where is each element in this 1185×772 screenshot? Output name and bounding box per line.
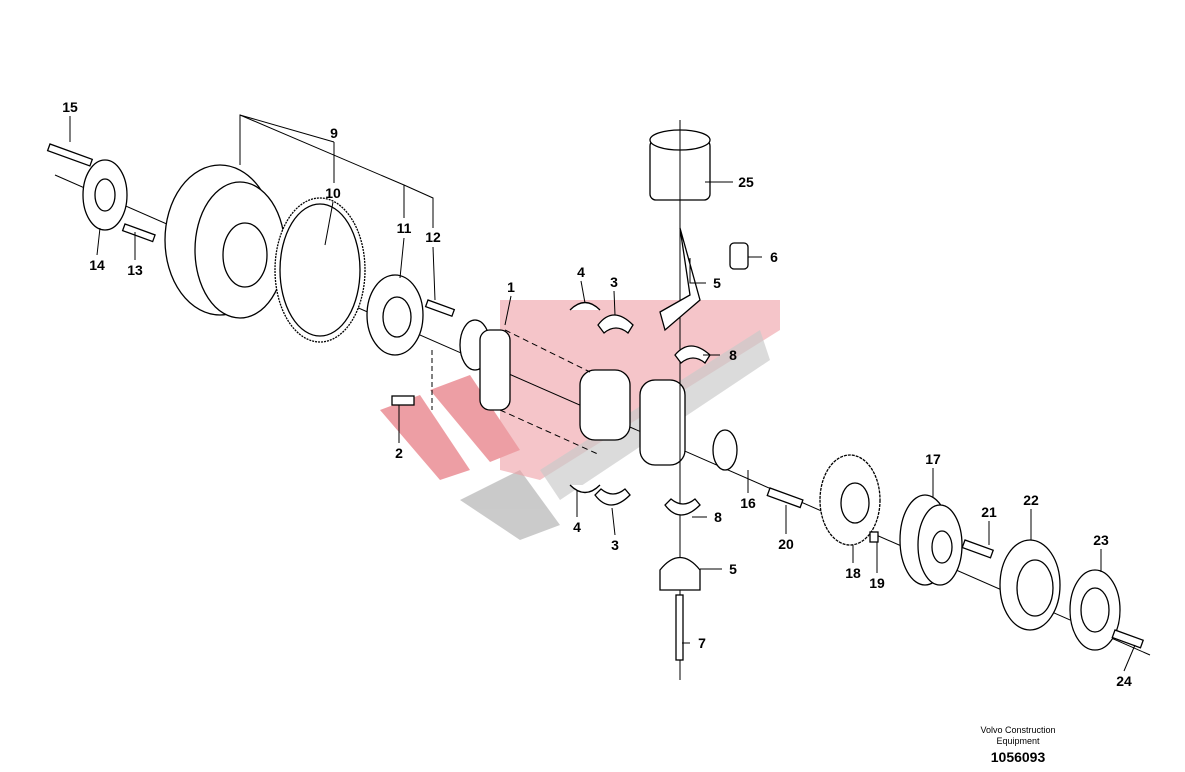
callout-13: 13 (127, 262, 143, 278)
bolt-7 (675, 594, 684, 661)
callout-3: 3 (610, 274, 618, 290)
callout-24: 24 (1116, 673, 1132, 689)
conrod-cap-5 (659, 556, 701, 591)
thrust-washer-4-lower (569, 484, 601, 494)
bolt-13 (121, 223, 156, 243)
company-line-2: Equipment (996, 736, 1040, 746)
bolt-15 (46, 143, 94, 167)
callout-9: 9 (330, 125, 338, 141)
callout-15: 15 (62, 99, 78, 115)
plate-23-inner (1080, 587, 1110, 633)
callout-2: 2 (395, 445, 403, 461)
callout-5-lower: 5 (729, 561, 737, 577)
callout-3-lower: 3 (611, 537, 619, 553)
plate-11 (366, 274, 424, 356)
callout-18: 18 (845, 565, 861, 581)
drawing-number: 1056093 (990, 749, 1046, 765)
callout-22: 22 (1023, 492, 1039, 508)
callout-23: 23 (1093, 532, 1109, 548)
bolt-24 (1111, 629, 1145, 649)
bearing-8 (674, 345, 711, 364)
callout-6: 6 (770, 249, 778, 265)
flywheel-9 (164, 164, 286, 319)
pin-2 (391, 395, 415, 406)
callout-19: 19 (869, 575, 885, 591)
company-line-1: Volvo Construction (980, 725, 1056, 735)
callout-20: 20 (778, 536, 794, 552)
callout-8-lower: 8 (714, 509, 722, 525)
callout-7: 7 (698, 635, 706, 651)
gear-18-hub (840, 482, 870, 524)
callout-16: 16 (740, 495, 756, 511)
crankshaft-1 (459, 319, 738, 471)
callout-21: 21 (981, 504, 997, 520)
bearing-8-lower (664, 498, 701, 516)
seal-14 (82, 159, 128, 231)
bolt-20 (766, 487, 804, 509)
bolt-21 (961, 539, 995, 559)
bushing-6 (729, 242, 749, 270)
callout-17: 17 (925, 451, 941, 467)
callout-10: 10 (325, 185, 341, 201)
callout-8: 8 (729, 347, 737, 363)
callout-4: 4 (577, 264, 585, 280)
callout-25: 25 (738, 174, 754, 190)
callout-11: 11 (396, 220, 412, 236)
leader-lines (69, 114, 1136, 672)
callout-14: 14 (89, 257, 105, 273)
callout-5: 5 (713, 275, 721, 291)
key-19 (869, 531, 879, 543)
bearing-3-lower (594, 488, 631, 506)
callout-4-lower: 4 (573, 519, 581, 535)
callout-1: 1 (507, 279, 515, 295)
ring-gear-inner (279, 203, 361, 337)
drawing-footer: Volvo Construction Equipment 1056093 (980, 725, 1055, 765)
damper-22 (999, 539, 1061, 631)
bearing-3 (597, 314, 634, 334)
pulley-17 (899, 494, 963, 586)
conrod-5 (659, 227, 701, 332)
callout-12: 12 (425, 229, 441, 245)
bolt-12 (424, 299, 456, 317)
